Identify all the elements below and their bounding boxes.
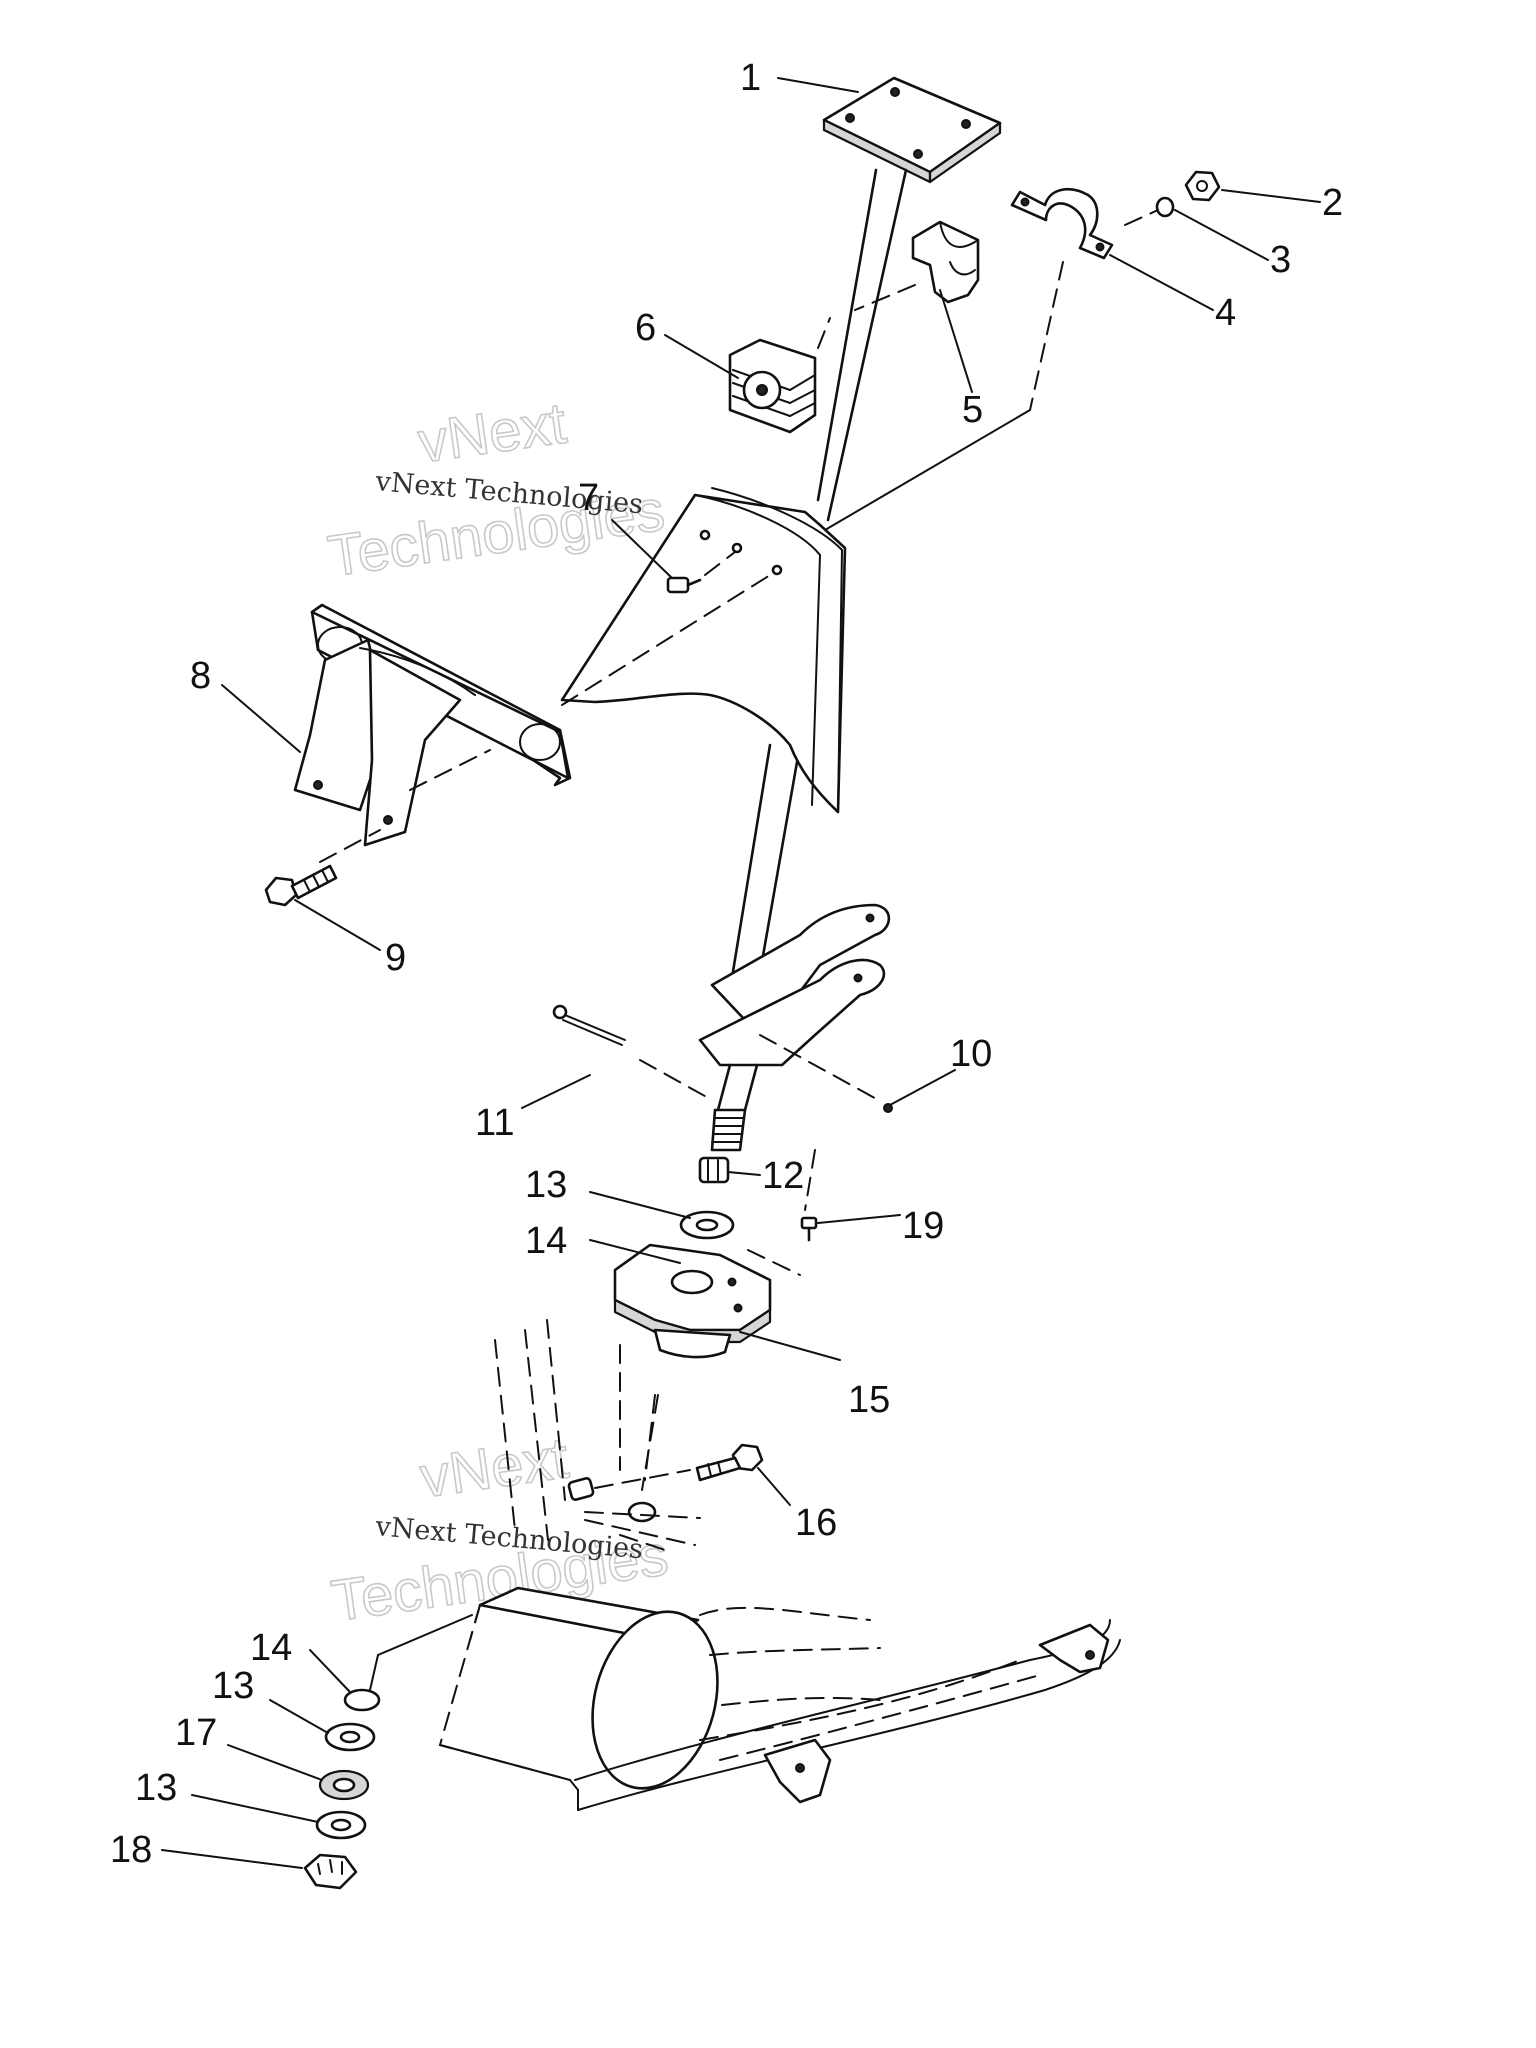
callout-12: 12 [762, 1155, 804, 1197]
callout-19: 19 [902, 1205, 944, 1247]
callout-4: 4 [1215, 292, 1236, 334]
callout-1: 1 [740, 57, 761, 99]
small-pin-icon [883, 1103, 893, 1113]
callout-9: 9 [385, 937, 406, 979]
callout-17: 17 [175, 1712, 217, 1754]
lock-washer-17 [318, 1769, 370, 1801]
watermark-line1: vNext [414, 390, 570, 475]
screw-19 [800, 1216, 818, 1242]
dash-panel [560, 487, 847, 814]
bolt-16 [695, 1443, 764, 1482]
callout-10: 10 [950, 1033, 992, 1075]
mounting-bracket [293, 603, 572, 847]
callout-3: 3 [1270, 239, 1291, 281]
callout-5: 5 [962, 389, 983, 431]
cotter-pin [552, 1004, 626, 1046]
steering-shaft-lower [698, 1063, 759, 1184]
washer-13a [324, 1722, 376, 1752]
callout-14: 14 [525, 1220, 567, 1262]
callout-7: 7 [578, 477, 599, 519]
watermark-line1-lower: vNext [416, 1425, 572, 1510]
callout-18: 18 [110, 1829, 152, 1871]
steering-arm [698, 903, 891, 1067]
callout-11: 11 [475, 1102, 514, 1144]
steering-block [613, 1243, 772, 1359]
washer-13b [315, 1810, 367, 1840]
washer-hole [695, 1218, 719, 1232]
callout-13-lower-a: 13 [212, 1665, 254, 1707]
castle-nut-18 [303, 1853, 358, 1890]
steering-post [728, 76, 1002, 992]
nut-icon [1184, 170, 1221, 202]
callout-14-lower: 14 [250, 1627, 292, 1669]
callout-15: 15 [848, 1379, 890, 1421]
callout-labels: 1 2 3 4 5 6 7 8 9 10 11 12 13 14 15 16 1… [110, 57, 1343, 1871]
ribbed-bushing [728, 338, 817, 434]
callout-16: 16 [795, 1502, 837, 1544]
leader-lines [161, 77, 1321, 1869]
panel-screw [666, 576, 702, 594]
bolt-9 [264, 864, 338, 907]
callout-6: 6 [635, 307, 656, 349]
u-clamp [1010, 187, 1114, 260]
callout-13: 13 [525, 1164, 567, 1206]
lower-frame [438, 1319, 1121, 1811]
o-ring-lower [343, 1688, 381, 1712]
lock-washer-icon [1155, 196, 1175, 218]
bushing-half [911, 220, 980, 304]
callout-2: 2 [1322, 182, 1343, 224]
callout-8: 8 [190, 655, 211, 697]
callout-13-lower-b: 13 [135, 1767, 177, 1809]
